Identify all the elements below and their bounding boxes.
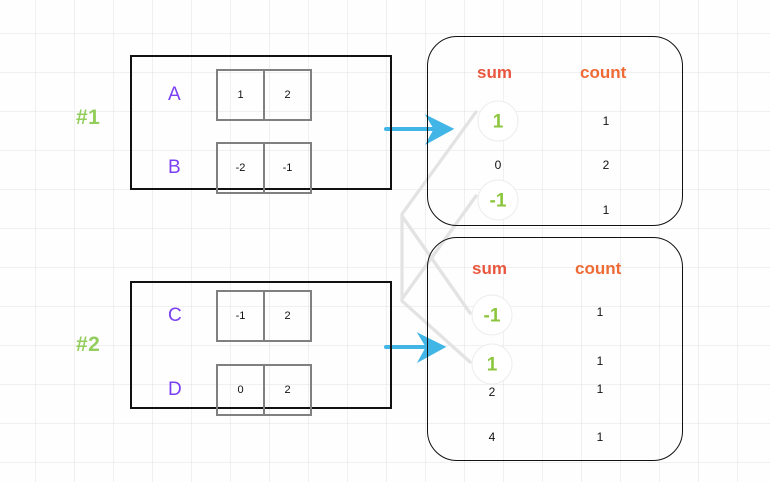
cell-b-1: -1 [263,142,312,194]
panel-2-sum-3: 4 [488,430,496,444]
row-d-cells: 0 2 [216,364,312,416]
panel-2-header-count: count [575,259,622,278]
panel-2-header-sum: sum [472,259,507,278]
step-label-1: #1 [76,106,101,129]
panel-1-sum-0: 1 [477,100,519,142]
panel-2-count-3: 1 [596,430,604,444]
input-block-1: A 1 2 B -2 -1 [130,55,392,194]
result-panel-1: sum count 1 1 0 2 -1 1 [427,36,683,226]
panel-1-header-count: count [580,63,627,82]
row-c-cells: -1 2 [216,290,312,342]
panel-1-header-sum: sum [477,63,512,82]
row-label-d: D [168,379,182,400]
cell-d-1: 2 [263,364,312,416]
cell-a-1: 2 [263,69,312,121]
panel-2-count-2: 1 [596,382,604,396]
row-b-cells: -2 -1 [216,142,312,194]
cell-c-1: 2 [263,290,312,342]
panel-2-sum-2: 2 [488,385,496,399]
row-label-b: B [168,157,181,178]
cell-d-0: 0 [216,364,265,416]
panel-2-count-0: 1 [596,305,604,319]
input-block-2: C -1 2 D 0 2 [130,281,392,416]
cell-c-0: -1 [216,290,265,342]
step-label-2: #2 [76,333,101,356]
panel-2-sum-0: -1 [471,294,513,336]
cell-a-0: 1 [216,69,265,121]
panel-2-count-1: 1 [596,354,604,368]
row-a-cells: 1 2 [216,69,312,121]
panel-1-count-2: 1 [602,203,610,217]
panel-1-count-0: 1 [602,114,610,128]
panel-2-sum-1: 1 [471,343,513,385]
row-label-a: A [168,84,181,105]
result-panel-2: sum count -1 1 1 1 2 1 4 1 [427,237,683,461]
row-label-c: C [168,305,182,326]
panel-1-sum-1: 0 [494,158,502,172]
cell-b-0: -2 [216,142,265,194]
panel-1-sum-2: -1 [477,179,519,221]
panel-1-count-1: 2 [602,158,610,172]
